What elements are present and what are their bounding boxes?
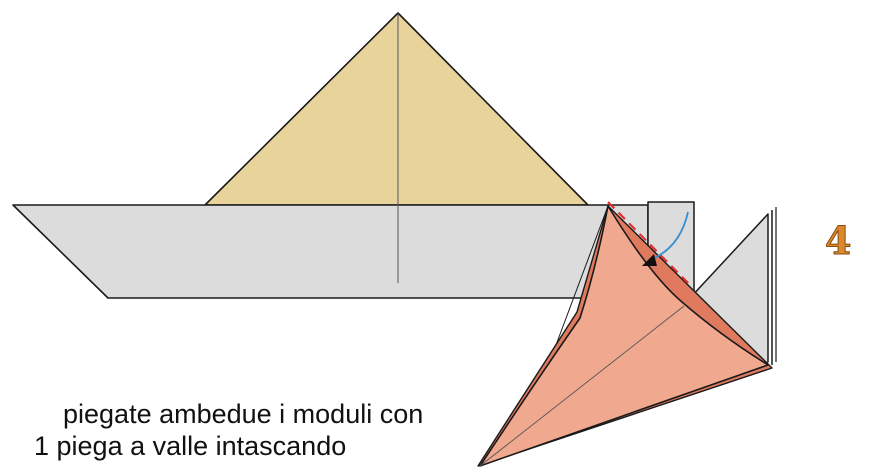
- module-fold-edge: [555, 205, 609, 346]
- fold-arrow-head: [642, 254, 657, 266]
- caption-line-2: 1 piega a valle intascando: [34, 431, 347, 461]
- valley-fold-line: [607, 201, 693, 288]
- boat-hull: [12, 204, 649, 299]
- sail-triangle: [204, 12, 589, 206]
- fold-arrow-icon: [649, 211, 689, 261]
- instruction-caption: piegate ambedue i moduli con 1 piega a v…: [34, 398, 423, 462]
- step-number: 4: [824, 218, 852, 263]
- caption-line-1: piegate ambedue i moduli con: [63, 399, 424, 429]
- module-crease-line: [479, 305, 685, 467]
